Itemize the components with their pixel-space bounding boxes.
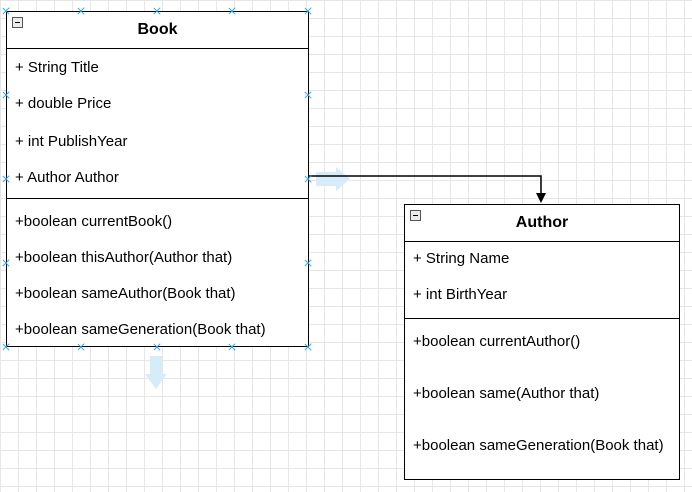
collapse-icon[interactable] [410, 210, 421, 221]
author-class-title: Author [515, 214, 569, 231]
collapse-icon[interactable] [12, 17, 23, 28]
attribute-author[interactable]: + Author Author [15, 169, 119, 186]
method-same-author[interactable]: +boolean sameAuthor(Book that) [15, 285, 236, 302]
method-current-author[interactable]: +boolean currentAuthor() [413, 333, 581, 350]
book-class[interactable]: Book + String Title + double Price + int… [6, 11, 309, 347]
association-arrowhead-icon [536, 193, 546, 203]
attribute-title[interactable]: + String Title [15, 59, 99, 76]
hover-arrow-down-icon[interactable] [145, 356, 167, 389]
method-this-author[interactable]: +boolean thisAuthor(Author that) [15, 249, 233, 266]
method-same-generation[interactable]: +boolean sameGeneration(Book that) [413, 437, 664, 454]
method-same-generation[interactable]: +boolean sameGeneration(Book that) [15, 321, 266, 338]
attribute-name[interactable]: + String Name [413, 250, 510, 267]
book-methods: +boolean currentBook() +boolean thisAuth… [7, 198, 308, 345]
book-class-header[interactable]: Book [7, 12, 308, 49]
association-connector[interactable] [308, 175, 542, 196]
book-class-title: Book [137, 21, 178, 38]
method-same[interactable]: +boolean same(Author that) [413, 385, 600, 402]
author-class[interactable]: Author + String Name + int BirthYear +bo… [404, 204, 680, 480]
method-current-book[interactable]: +boolean currentBook() [15, 213, 173, 230]
attribute-publish-year[interactable]: + int PublishYear [15, 133, 128, 150]
attribute-price[interactable]: + double Price [15, 95, 112, 112]
hover-arrow-right-icon[interactable] [316, 167, 350, 191]
attribute-birth-year[interactable]: + int BirthYear [413, 286, 508, 303]
book-attributes: + String Title + double Price + int Publ… [7, 49, 308, 198]
author-attributes: + String Name + int BirthYear [405, 242, 679, 318]
author-class-header[interactable]: Author [405, 205, 679, 242]
author-methods: +boolean currentAuthor() +boolean same(A… [405, 318, 679, 478]
